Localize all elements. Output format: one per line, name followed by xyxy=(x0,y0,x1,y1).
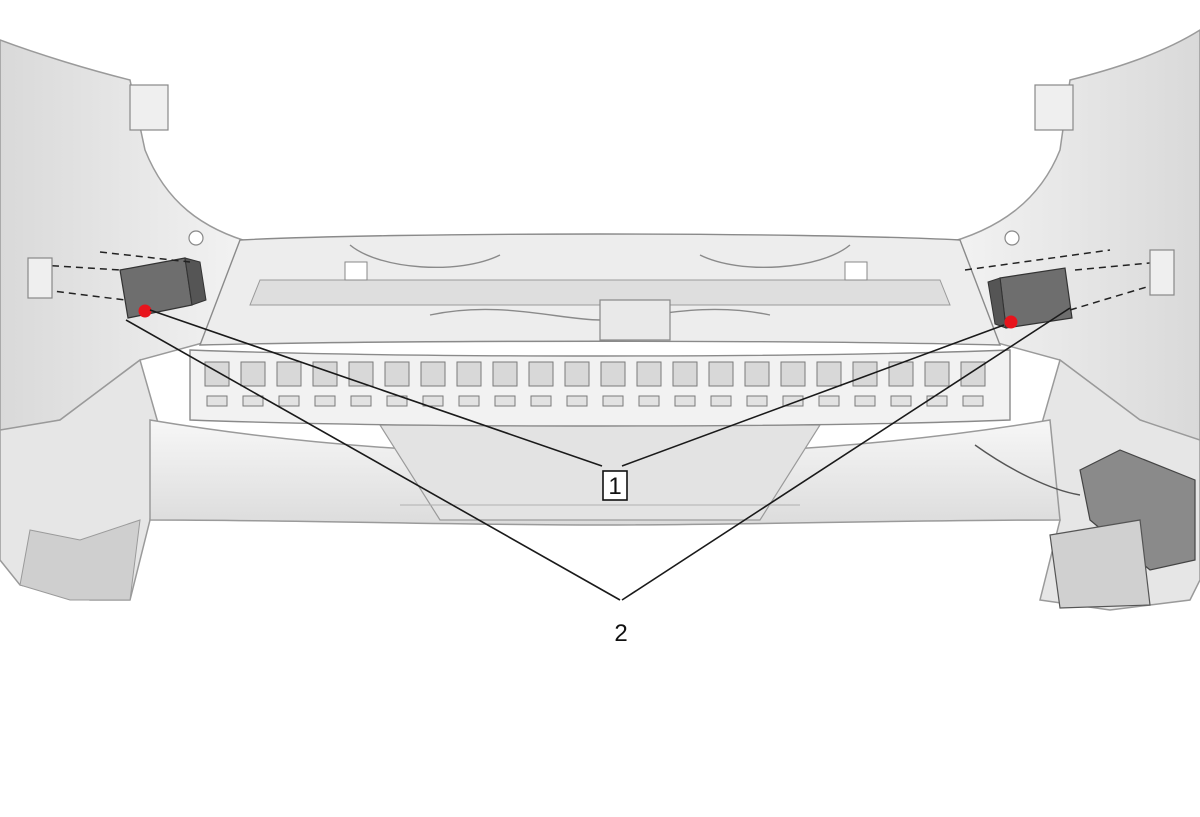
grid-slot-lower xyxy=(602,395,624,407)
grid-slot-lower xyxy=(422,395,444,407)
grid-slot-lower xyxy=(674,395,696,407)
grid-slot xyxy=(420,361,446,387)
grid-slot-lower xyxy=(926,395,948,407)
grid-slot-lower xyxy=(638,395,660,407)
bumper-lower-grid xyxy=(189,349,1011,427)
grid-slot xyxy=(384,361,410,387)
grid-slot-lower xyxy=(350,395,372,407)
callout-1: 1 xyxy=(602,470,628,501)
callout-1-box xyxy=(602,470,628,501)
grid-slot xyxy=(456,361,482,387)
grid-slot xyxy=(924,361,950,387)
callout-1-label: 1 xyxy=(608,473,621,500)
callout-leader-lines xyxy=(125,307,1071,601)
grid-slot-lower xyxy=(746,395,768,407)
grid-slot xyxy=(708,361,734,387)
bumper-upper-beam xyxy=(198,233,1002,346)
grid-slot xyxy=(672,361,698,387)
grid-slot xyxy=(780,361,806,387)
grid-slot xyxy=(600,361,626,387)
fastener-marker-left xyxy=(138,304,152,318)
grid-slot xyxy=(744,361,770,387)
grid-slot-lower xyxy=(242,395,264,407)
grid-slot xyxy=(528,361,554,387)
grid-slot-lower xyxy=(530,395,552,407)
grid-slot-lower xyxy=(278,395,300,407)
grid-slot-lower xyxy=(494,395,516,407)
grid-slot-lower xyxy=(566,395,588,407)
grid-slot xyxy=(276,361,302,387)
callout-2-label: 2 xyxy=(614,620,627,647)
callout-2: 2 xyxy=(614,620,627,647)
left-sensor-module xyxy=(27,251,207,319)
grid-slot xyxy=(636,361,662,387)
grid-slot xyxy=(204,361,230,387)
grid-slot-lower xyxy=(890,395,912,407)
grid-slot-lower xyxy=(206,395,228,407)
fastener-marker-right xyxy=(1004,315,1018,329)
grid-slot-lower xyxy=(854,395,876,407)
right-lower-bracket xyxy=(974,444,1196,609)
right-sensor-module xyxy=(964,249,1175,329)
grid-slot-lower xyxy=(458,395,480,407)
bumper-left-wing xyxy=(0,39,261,601)
grid-slot xyxy=(240,361,266,387)
grid-slot xyxy=(564,361,590,387)
grid-slot-lower xyxy=(710,395,732,407)
grid-slot xyxy=(348,361,374,387)
grid-slot-lower xyxy=(818,395,840,407)
grid-slot-lower xyxy=(782,395,804,407)
grid-slot xyxy=(816,361,842,387)
grid-slot xyxy=(492,361,518,387)
grid-slot-lower xyxy=(962,395,984,407)
grid-slot-lower xyxy=(314,395,336,407)
